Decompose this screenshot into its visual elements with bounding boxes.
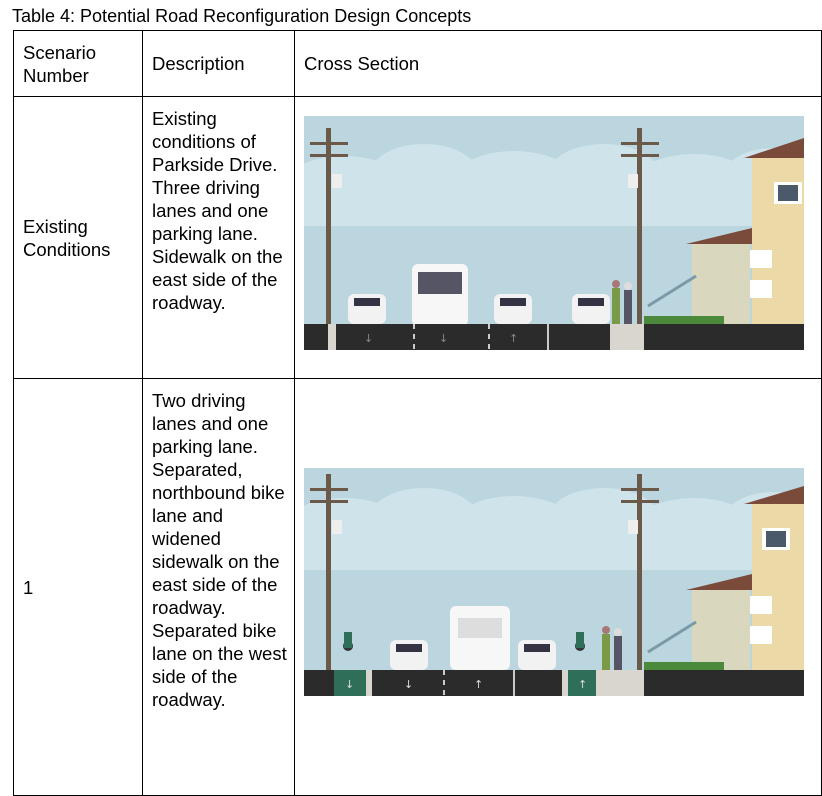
svg-text:↑: ↑ [474,678,483,691]
table-row: Existing Conditions Existing conditions … [13,96,822,379]
cross-section-cell: ↓ ↓ ↑ ↑ [294,378,822,796]
svg-text:↓: ↓ [345,678,354,691]
header-scenario: Scenario Number [13,30,143,97]
header-description: Description [142,30,295,97]
table-header-row: Scenario Number Description Cross Sectio… [13,30,822,97]
cross-section-scenario-1-image: ↓ ↓ ↑ ↑ [304,468,804,696]
svg-text:↑: ↑ [509,332,518,345]
design-concepts-table: Scenario Number Description Cross Sectio… [13,30,822,796]
svg-text:↑: ↑ [578,678,587,691]
scenario-cell: Existing Conditions [13,96,143,379]
table-caption: Table 4: Potential Road Reconfiguration … [12,6,472,26]
svg-text:↓: ↓ [364,332,373,345]
scenario-cell: 1 [13,378,143,796]
table-row: 1 Two driving lanes and one parking lane… [13,378,822,796]
description-cell: Two driving lanes and one parking lane. … [142,378,295,796]
svg-text:↓: ↓ [439,332,448,345]
svg-text:↓: ↓ [404,678,413,691]
header-cross-section: Cross Section [294,30,822,97]
description-cell: Existing conditions of Parkside Drive. T… [142,96,295,379]
cross-section-existing-image: ↓ ↓ ↑ [304,116,804,350]
cross-section-cell: ↓ ↓ ↑ [294,96,822,379]
